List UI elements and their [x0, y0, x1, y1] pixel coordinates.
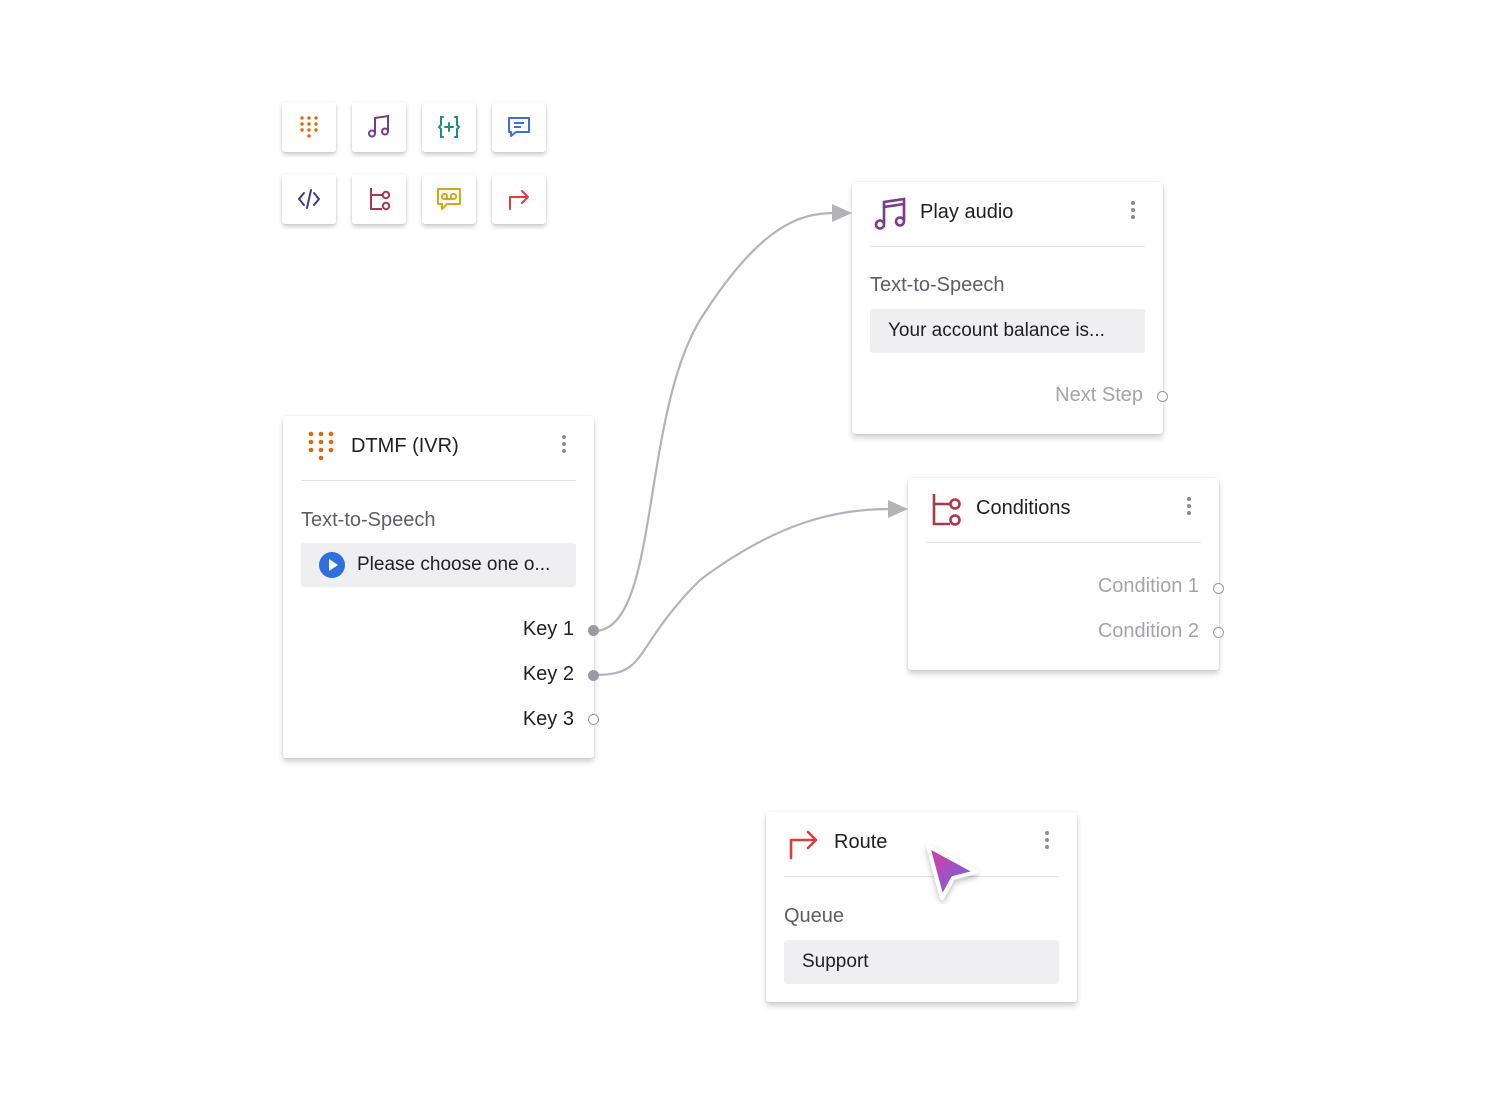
tts-value: Your account balance is...	[888, 320, 1105, 341]
music-note-icon	[874, 197, 906, 230]
palette-route-button[interactable]	[492, 174, 546, 224]
output-label-next-step: Next Step	[1055, 384, 1143, 406]
node-header: Conditions	[926, 478, 1201, 543]
node-header: DTMF (IVR)	[301, 416, 576, 481]
output-port-key-3[interactable]	[588, 714, 599, 725]
conditions-icon	[932, 494, 961, 526]
route-arrow-icon	[509, 190, 529, 210]
output-port-condition-2[interactable]	[1213, 627, 1224, 638]
section-label: Queue	[784, 905, 845, 927]
palette-play-audio-button[interactable]	[352, 102, 406, 152]
more-options-icon[interactable]	[1123, 196, 1143, 224]
arrowhead-play-audio	[832, 204, 852, 222]
code-icon	[298, 189, 320, 209]
node-title: Play audio	[920, 201, 1014, 223]
palette-code-button[interactable]	[282, 174, 336, 224]
node-title: Route	[834, 831, 888, 853]
palette-message-button[interactable]	[492, 102, 546, 152]
palette-conditions-button[interactable]	[352, 174, 406, 224]
tts-field[interactable]: Your account balance is...	[870, 309, 1145, 353]
more-options-icon[interactable]	[1179, 492, 1199, 520]
more-options-icon[interactable]	[554, 430, 574, 458]
conditions-node[interactable]: Conditions Condition 1 Condition 2	[908, 478, 1224, 670]
queue-field[interactable]: Support	[784, 940, 1059, 984]
dtmf-node[interactable]: DTMF (IVR) Text-to-Speech Please choose …	[283, 416, 599, 758]
output-label-key-1: Key 1	[522, 618, 574, 640]
more-options-icon[interactable]	[1037, 826, 1057, 854]
section-label: Text-to-Speech	[870, 274, 1005, 296]
output-label-key-3: Key 3	[522, 708, 574, 730]
conditions-icon	[370, 188, 391, 211]
node-header: Route	[784, 812, 1059, 877]
palette-variable-button[interactable]	[422, 102, 476, 152]
arrowhead-conditions	[888, 500, 908, 518]
music-note-icon	[368, 114, 389, 138]
node-title: Conditions	[976, 497, 1071, 519]
dialpad-icon	[300, 116, 318, 138]
node-palette	[282, 102, 552, 230]
output-port-key-1[interactable]	[588, 625, 599, 636]
connector-key1-to-play-audio	[593, 211, 836, 633]
play-audio-node[interactable]: Play audio Text-to-Speech Your account b…	[852, 182, 1168, 434]
variable-braces-icon	[437, 116, 461, 138]
tts-value: Please choose one o...	[357, 554, 551, 575]
output-port-condition-1[interactable]	[1213, 583, 1224, 594]
output-label-condition-1: Condition 1	[1097, 575, 1199, 597]
output-label-condition-2: Condition 2	[1097, 620, 1199, 642]
output-label-key-2: Key 2	[522, 663, 574, 685]
queue-value: Support	[802, 951, 869, 972]
play-icon[interactable]	[319, 552, 345, 578]
output-port-key-2[interactable]	[588, 670, 599, 681]
output-port-next-step[interactable]	[1157, 391, 1168, 402]
node-title: DTMF (IVR)	[351, 435, 459, 457]
cursor-pointer-icon	[926, 844, 978, 900]
connector-key2-to-conditions	[593, 507, 891, 677]
palette-dtmf-button[interactable]	[282, 102, 336, 152]
route-node[interactable]: Route Queue Support	[766, 812, 1077, 1002]
section-label: Text-to-Speech	[301, 509, 436, 531]
route-arrow-icon	[789, 830, 818, 860]
dialpad-icon	[308, 431, 334, 461]
node-header: Play audio	[870, 182, 1145, 247]
message-icon	[508, 117, 530, 137]
palette-voicemail-button[interactable]	[422, 174, 476, 224]
voicemail-icon	[437, 188, 461, 210]
tts-field[interactable]: Please choose one o...	[301, 543, 576, 587]
